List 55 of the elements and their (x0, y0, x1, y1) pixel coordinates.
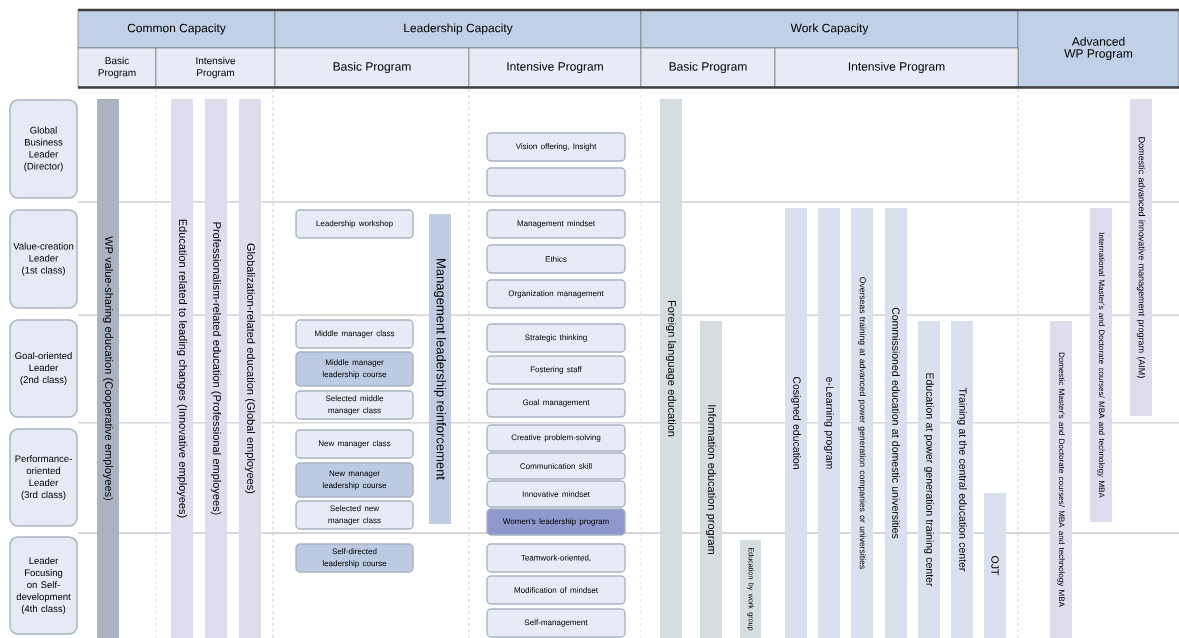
header-cell: Work Capacity (640, 9, 1019, 49)
program-bar: Management leadership reinforcement (429, 214, 451, 524)
course-box: New manager leadership course (295, 462, 414, 498)
course-box: Innovative mindset (486, 480, 626, 508)
course-box: Selected middle manager class (295, 390, 414, 420)
program-bar: Cosigned education (785, 208, 807, 638)
course-box: Ethics (486, 244, 626, 274)
course-box: Selected new manager class (295, 500, 414, 530)
header-cell: Basic Program (640, 47, 776, 88)
program-bar: Globalization-related education (Global employees) (239, 99, 261, 638)
level-box: Leader Focusing on Self-development (4th class) (9, 536, 78, 635)
empty-course-box (486, 167, 626, 197)
course-box: Leadership workshop (295, 209, 414, 239)
course-box: Creative problem-solving (486, 424, 626, 452)
program-bar: Professionalism-related education (Professional employees) (205, 99, 227, 638)
header-cell: Common Capacity (77, 9, 276, 49)
program-bar: OJT (984, 493, 1006, 638)
course-box: Self-management (486, 608, 626, 638)
header-cell: Intensive Program (155, 47, 276, 88)
course-box: Organization management (486, 279, 626, 309)
program-bar: Foreign language education (660, 99, 682, 638)
header-cell: Intensive Program (774, 47, 1019, 88)
course-box: Middle manager class (295, 319, 414, 349)
course-box: New manager class (295, 429, 414, 459)
course-box: Modification of mindset (486, 575, 626, 605)
level-box: Goal-oriented Leader (2nd class) (9, 319, 78, 418)
header-cell: Intensive Program (468, 47, 642, 88)
program-bar: Domestic advanced innovative management program (AIM) (1130, 99, 1152, 416)
program-bar: Overseas training at advanced power generation companies or universities (851, 208, 873, 638)
course-box: Management mindset (486, 209, 626, 239)
header-cell: Basic Program (77, 47, 157, 88)
program-bar: Training at the central education center (951, 321, 973, 638)
header-cell: Leadership Capacity (274, 9, 642, 49)
program-bar: Domestic Master's and Doctorate courses/ MBA and technology MBA (1050, 321, 1072, 638)
course-box: Fostering staff (486, 355, 626, 385)
program-bar: International Master's and Doctorate courses/ MBA and technology MBA (1090, 208, 1112, 522)
program-bar: Commissioned education at domestic universities (885, 208, 907, 638)
program-bar: WP value-sharing education (Cooperative employees) (97, 99, 119, 638)
program-bar: Information education program (700, 321, 722, 638)
level-box: Performance-oriented Leader (3rd class) (9, 428, 78, 527)
level-box: Value-creation Leader (1st class) (9, 209, 78, 309)
course-box: Goal management (486, 388, 626, 418)
course-box: Teamwork-oriented, (486, 543, 626, 573)
level-box: Global Business Leader (Director) (9, 99, 78, 199)
header-cell: Basic Program (274, 47, 470, 88)
header-cell: Advanced WP Program (1017, 9, 1179, 88)
program-bar: Education at power generation training center (918, 321, 940, 638)
course-box: Communication skill (486, 452, 626, 480)
program-bar: e-Learning program (818, 208, 840, 638)
course-box: Women's leadership program (486, 508, 626, 536)
course-box: Self-directed leadership course (295, 543, 414, 573)
program-bar: Education related to leading changes (Innovative employees) (171, 99, 193, 638)
course-box: Strategic thinking (486, 323, 626, 353)
course-box: Vision offering, Insight (486, 132, 626, 162)
course-box: Middle manager leadership course (295, 351, 414, 387)
